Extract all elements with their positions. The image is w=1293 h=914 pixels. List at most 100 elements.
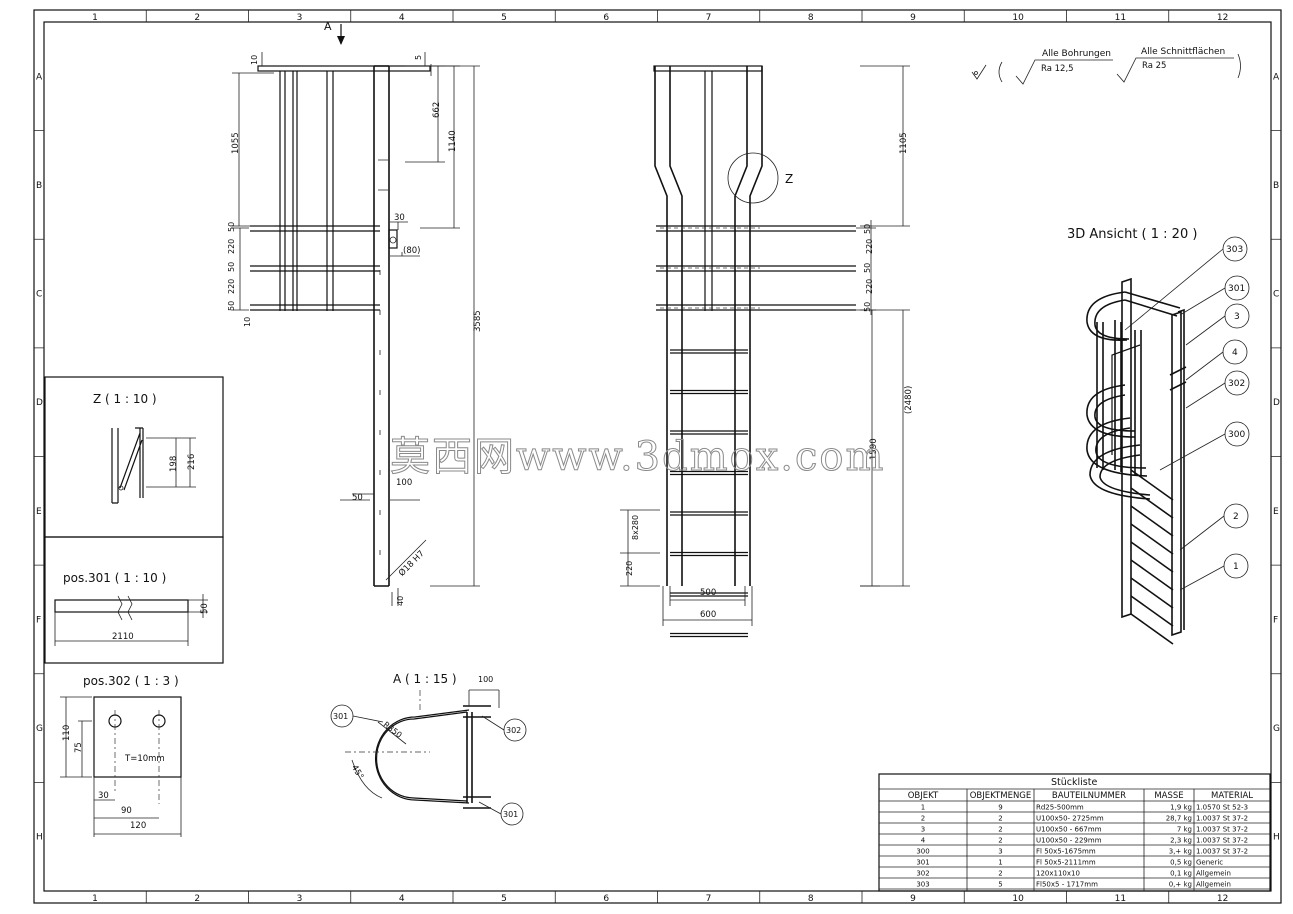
bom-cell: 28,7 kg	[1166, 815, 1192, 823]
dim-text: 2110	[112, 632, 134, 642]
detail-marker-z: Z	[785, 172, 793, 186]
grid-col-label: 6	[603, 13, 609, 23]
grid-col-label: 3	[297, 894, 303, 904]
all-cuts-ra: Ra 25	[1142, 61, 1166, 71]
dim-text: 220	[227, 239, 236, 254]
grid-col-label: 5	[501, 13, 507, 23]
bom-cell: Fl50x5 - 1717mm	[1036, 881, 1098, 889]
bom-cell: 3,+ kg	[1169, 848, 1192, 856]
grid-col-label: 2	[194, 894, 200, 904]
pos301-view: pos.301 ( 1 : 10 ) 50 2110	[44, 536, 224, 664]
grid-row-label: D	[36, 398, 43, 408]
bom-cell: 1	[998, 859, 1002, 867]
dim-text: 75	[74, 742, 84, 753]
balloon-label: 301	[1228, 284, 1245, 294]
dim-text: 100	[396, 478, 412, 488]
dim-text: 220	[625, 561, 634, 576]
dim-text: 8x280	[631, 515, 640, 540]
dim-text: 10	[243, 317, 252, 327]
dim-text: 216	[187, 454, 197, 470]
balloon-label: 303	[1226, 245, 1243, 255]
bom-cell: Fl 50x5-1675mm	[1036, 848, 1096, 856]
balloon-label: 302	[506, 726, 521, 735]
bom-cell: 2	[998, 870, 1002, 878]
detail-z-circle	[727, 152, 779, 204]
bom-cell: 2	[998, 815, 1002, 823]
grid-row-label: F	[36, 615, 41, 625]
all-cuts-label: Alle Schnittflächen	[1141, 47, 1225, 57]
pos302-view: pos.302 ( 1 : 3 ) T=10mm 110 75 30 90 12…	[60, 674, 182, 837]
dim-text: 198	[169, 456, 179, 472]
grid-col-label: 7	[706, 13, 712, 23]
balloon-label: 2	[1233, 512, 1239, 522]
dim-text: 50	[227, 301, 236, 311]
dim-text: 120	[130, 821, 146, 831]
balloon-label: 4	[1232, 348, 1238, 358]
all-holes-label: Alle Bohrungen	[1042, 49, 1111, 59]
grid-row-label: B	[1273, 181, 1279, 191]
bom-cell: 302	[916, 870, 929, 878]
grid-col-label: 7	[706, 894, 712, 904]
balloon-label: 301	[333, 712, 348, 721]
grid-col-label: 12	[1217, 894, 1228, 904]
bom-cell: 0,5 kg	[1170, 859, 1192, 867]
grid-col-label: 4	[399, 13, 405, 23]
balloon-label: 302	[1228, 379, 1245, 389]
grid-col-label: 4	[399, 894, 405, 904]
bom-cell: 1.0037 St 37-2	[1196, 815, 1248, 823]
iso-title: 3D Ansicht ( 1 : 20 )	[1067, 227, 1197, 242]
bom-cell: 1	[921, 804, 925, 812]
bom-cell: 1.0037 St 37-2	[1196, 826, 1248, 834]
bom-cell: U100x50 - 229mm	[1036, 837, 1102, 845]
dim-text: 50	[352, 493, 363, 503]
dim-text: 50	[227, 262, 236, 272]
grid-col-label: 9	[910, 13, 916, 23]
balloon-label: 1	[1233, 562, 1239, 572]
pos302-title: pos.302 ( 1 : 3 )	[83, 674, 179, 688]
bom-cell: 2,3 kg	[1170, 837, 1192, 845]
front-view: Z 1105 50 220 50 220 50 (2480) 1590 8x28…	[620, 65, 914, 638]
grid-col-label: 2	[194, 13, 200, 23]
grid-row-label: A	[36, 72, 43, 82]
grid-col-label: 3	[297, 13, 303, 23]
dim-text: 40	[396, 596, 405, 606]
pos301-title: pos.301 ( 1 : 10 )	[63, 571, 166, 585]
dim-text: 3585	[473, 310, 483, 332]
bom-cell: 300	[916, 848, 929, 856]
section-marker-a: A	[324, 20, 332, 33]
surface-finish-block: Alle Bohrungen Ra 12,5 Alle Schnittfläch…	[971, 47, 1241, 85]
dim-text: 220	[865, 239, 874, 254]
balloon-label: 300	[1228, 430, 1245, 440]
dim-text: 220	[865, 279, 874, 294]
grid-col-label: 11	[1115, 894, 1126, 904]
bom-cell: 9	[998, 804, 1002, 812]
dim-text: 100	[478, 675, 493, 684]
dim-text: 90	[121, 806, 132, 816]
grid-row-label: G	[36, 724, 43, 734]
bom-header-cell: MATERIAL	[1211, 791, 1253, 801]
grid-row-label: H	[36, 833, 43, 843]
all-holes-ra: Ra 12,5	[1041, 64, 1074, 74]
bom-cell: 4	[921, 837, 926, 845]
dim-text: 1055	[231, 132, 241, 154]
bom-cell: U100x50 - 667mm	[1036, 826, 1102, 834]
grid-col-label: 10	[1012, 894, 1024, 904]
detail-z-title: Z ( 1 : 10 )	[93, 392, 157, 406]
dim-text: 50	[863, 263, 872, 273]
grid-row-label: C	[36, 290, 42, 300]
grid-col-label: 6	[603, 894, 609, 904]
bom-header-cell: BAUTEILNUMMER	[1052, 791, 1126, 801]
dim-text: (80)	[403, 246, 420, 256]
bom-cell: Rd25-500mm	[1036, 804, 1084, 812]
dim-text: 662	[432, 102, 442, 118]
grid-col-label: 9	[910, 894, 916, 904]
bom-cell: 120x110x10	[1036, 870, 1080, 878]
grid-col-label: 11	[1115, 13, 1126, 23]
grid-col-label: 10	[1012, 13, 1024, 23]
dim-text: 50	[200, 603, 210, 614]
grid-col-label: 8	[808, 894, 814, 904]
